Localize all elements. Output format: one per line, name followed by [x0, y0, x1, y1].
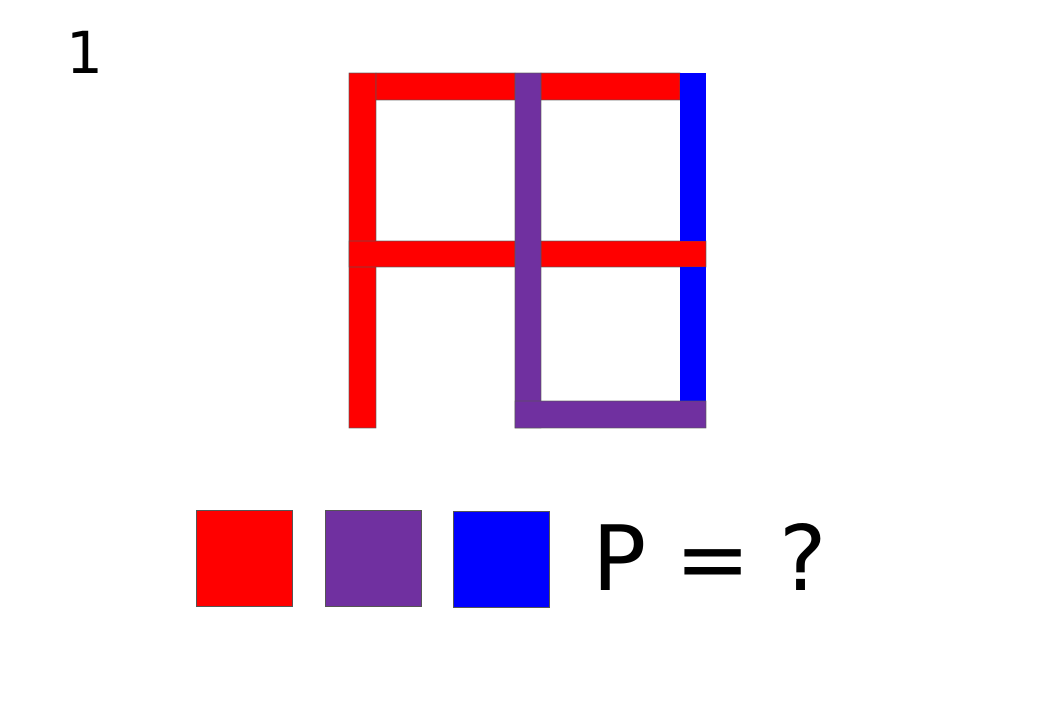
- right-post: [680, 73, 706, 241]
- top-bar-right: [540, 72, 681, 101]
- middle-bar-left: [348, 240, 516, 268]
- red-swatch: [196, 510, 293, 607]
- question-text: P = ?: [592, 507, 827, 612]
- purple-swatch: [325, 510, 422, 607]
- page-number: 1: [66, 19, 103, 87]
- blue-swatch: [453, 511, 550, 608]
- bottom-bar-right: [514, 400, 707, 429]
- center-post: [514, 72, 542, 429]
- right-post-lower: [680, 267, 706, 401]
- middle-bar-right: [540, 240, 707, 268]
- top-bar-left: [375, 72, 516, 101]
